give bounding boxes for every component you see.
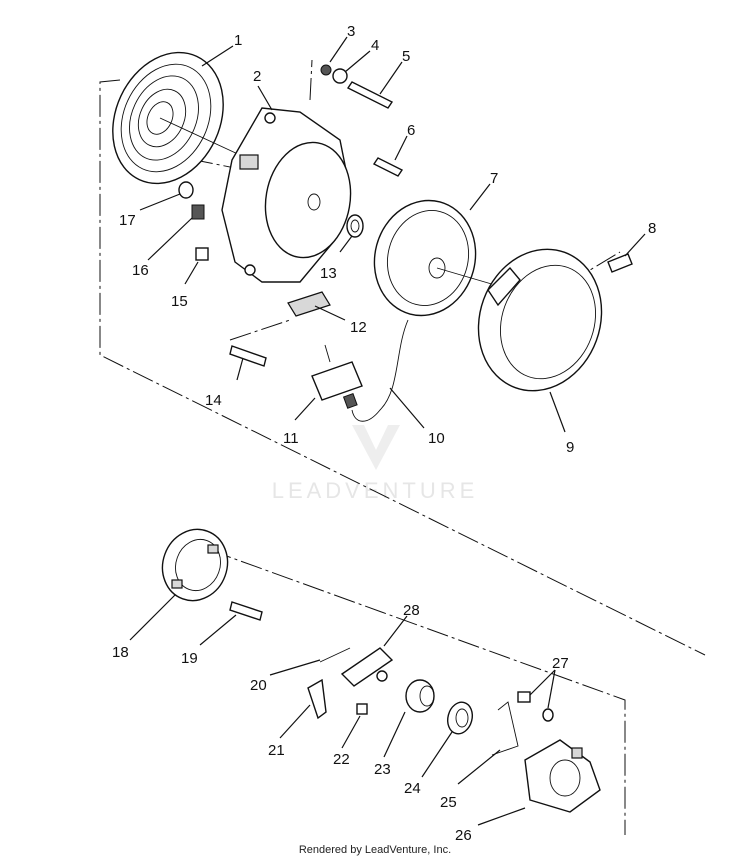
callout-13: 13 [320,265,337,282]
callout-10: 10 [428,430,445,447]
callout-26: 26 [455,827,472,844]
callout-17: 17 [119,212,136,229]
starter-rope [351,319,409,422]
rope-clip [287,291,331,317]
callout-5: 5 [402,48,410,65]
footer-credit: Rendered by LeadVenture, Inc. [298,844,452,856]
callout-15: 15 [171,293,188,310]
callout-4: 4 [371,37,379,54]
plate-26 [524,739,601,813]
washer-24 [446,701,474,735]
callout-20: 20 [250,677,267,694]
callout-8: 8 [648,220,656,237]
callout-12: 12 [350,319,367,336]
pin-22 [356,703,368,715]
spring-20 [319,647,351,663]
callout-1: 1 [234,32,242,49]
bolt-8 [607,253,633,273]
callout-3: 3 [347,23,355,40]
callout-19: 19 [181,650,198,667]
starter-housing [221,107,352,283]
bolt-14 [229,345,267,367]
pawl-assembly [340,647,394,687]
rewind-spring [112,51,241,185]
callout-11: 11 [283,430,299,447]
callout-25: 25 [440,794,457,811]
bushing-23 [405,679,435,713]
hardware-top [320,64,404,177]
callout-27: 27 [552,655,569,672]
callout-22: 22 [333,751,350,768]
callout-7: 7 [490,170,498,187]
callout-18: 18 [112,644,129,661]
callout-28: 28 [403,602,420,619]
callout-6: 6 [407,122,415,139]
screws-27 [517,691,554,722]
callout-9: 9 [566,439,574,456]
screw-19 [229,601,263,621]
pawl-21 [307,678,327,720]
callout-labels: 1 2 3 4 5 6 7 8 9 10 11 12 13 14 15 16 1… [112,23,656,844]
wire-spring-25 [491,701,519,756]
small-parts-left [178,181,209,261]
callout-2: 2 [253,68,261,85]
starter-pulley [373,199,496,317]
watermark-text: LEADVENTURE [272,478,479,503]
callout-14: 14 [205,392,222,409]
starter-cover [477,248,603,392]
callout-24: 24 [404,780,421,797]
callout-23: 23 [374,761,391,778]
starter-handle [311,344,363,409]
ratchet-ring [161,528,229,602]
washer-13 [346,214,364,238]
callout-16: 16 [132,262,149,279]
leader-lines [129,36,646,826]
callout-21: 21 [268,742,285,759]
